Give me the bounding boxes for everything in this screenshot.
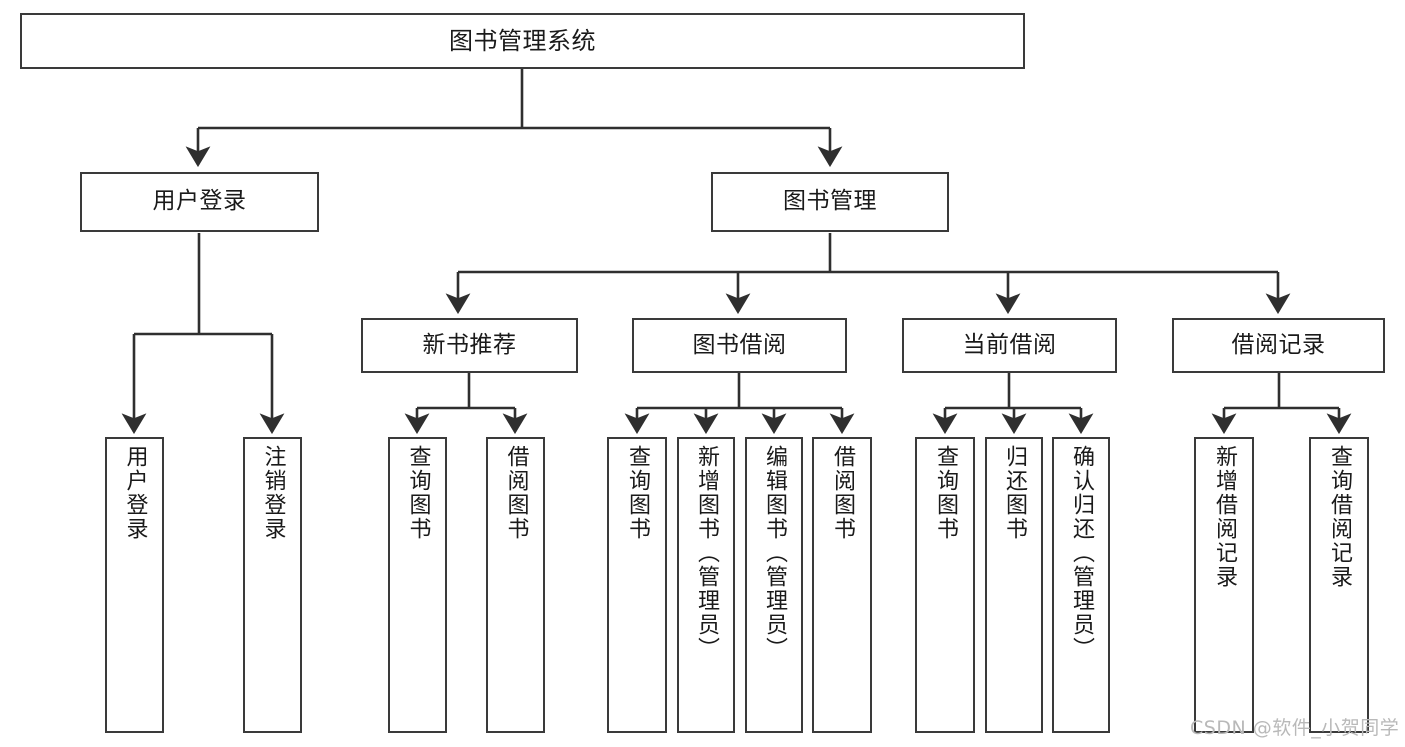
node-label: 借阅图书 — [829, 445, 855, 541]
leaf-query-book-current[interactable]: 查询图书 — [915, 437, 975, 733]
node-label: 用户登录 — [152, 188, 247, 215]
node-label: 借阅图书 — [503, 445, 529, 541]
csdn-watermark: CSDN @软件_小贺同学 — [1190, 717, 1400, 739]
node-label: 当前借阅 — [962, 331, 1057, 358]
node-root-system[interactable]: 图书管理系统 — [20, 13, 1025, 69]
node-label: 归还图书 — [1001, 445, 1027, 541]
leaf-add-borrow-record[interactable]: 新增借阅记录 — [1194, 437, 1254, 733]
leaf-query-book-borrow[interactable]: 查询图书 — [607, 437, 667, 733]
node-label: 注销登录 — [260, 445, 286, 541]
node-label: 查询图书 — [932, 445, 958, 541]
node-book-manage[interactable]: 图书管理 — [711, 172, 949, 232]
node-label: 新增借阅记录 — [1211, 445, 1237, 589]
leaf-borrow-book[interactable]: 借阅图书 — [812, 437, 872, 733]
node-label: 图书借阅 — [692, 331, 787, 358]
leaf-borrow-book-recommend[interactable]: 借阅图书 — [486, 437, 545, 733]
leaf-query-borrow-record[interactable]: 查询借阅记录 — [1309, 437, 1369, 733]
node-user-login[interactable]: 用户登录 — [80, 172, 319, 232]
node-label: 图书管理 — [783, 188, 877, 215]
node-label: 查询借阅记录 — [1326, 445, 1352, 589]
leaf-query-book-recommend[interactable]: 查询图书 — [388, 437, 447, 733]
leaf-return-book[interactable]: 归还图书 — [985, 437, 1043, 733]
leaf-logout-login[interactable]: 注销登录 — [243, 437, 302, 733]
node-label: 用户登录 — [122, 445, 148, 541]
node-label: 新增图书（管理员） — [693, 445, 719, 661]
leaf-user-login[interactable]: 用户登录 — [105, 437, 164, 733]
node-new-book-recommend[interactable]: 新书推荐 — [361, 318, 578, 373]
node-label: 查询图书 — [405, 445, 431, 541]
leaf-add-book[interactable]: 新增图书（管理员） — [677, 437, 735, 733]
node-current-borrow[interactable]: 当前借阅 — [902, 318, 1117, 373]
node-label: 新书推荐 — [422, 331, 517, 358]
node-label: 图书管理系统 — [449, 26, 596, 55]
node-label: 借阅记录 — [1231, 331, 1326, 358]
node-borrow-record[interactable]: 借阅记录 — [1172, 318, 1385, 373]
node-label: 查询图书 — [624, 445, 650, 541]
leaf-confirm-return[interactable]: 确认归还（管理员） — [1052, 437, 1110, 733]
node-book-borrow[interactable]: 图书借阅 — [632, 318, 847, 373]
leaf-edit-book[interactable]: 编辑图书（管理员） — [745, 437, 803, 733]
node-label: 确认归还（管理员） — [1068, 445, 1094, 661]
node-label: 编辑图书（管理员） — [761, 445, 787, 661]
